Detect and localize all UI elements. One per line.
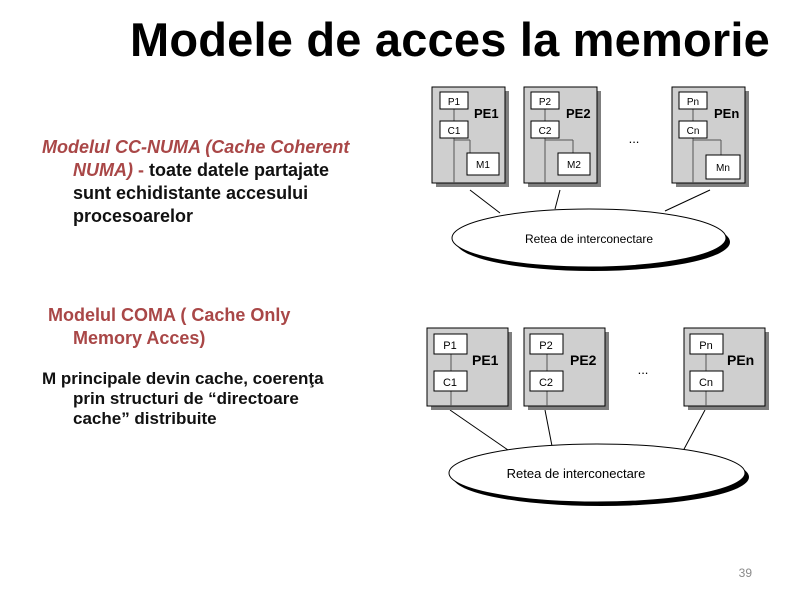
ccnuma-link-2 (554, 189, 561, 210)
processor-box (433, 333, 468, 355)
cache-box (439, 120, 469, 139)
coma-node-2: P2 C2 PE2 (523, 327, 609, 410)
processor-label: P2 (539, 340, 552, 352)
ccnuma-node-1: P1 C1 PE1 M1 (431, 86, 509, 187)
memory-label: Mn (716, 163, 730, 174)
processor-label: P1 (443, 340, 456, 352)
coma-desc-line1: M principale devin cache, coerenţa (42, 369, 324, 388)
processor-label: Pn (699, 340, 712, 352)
cache-label: C2 (539, 126, 552, 137)
cache-box (529, 370, 564, 392)
ccnuma-heading-line1: Modelul CC-NUMA (Cache Coherent (42, 137, 350, 157)
pe-label: PE2 (570, 352, 597, 368)
ccnuma-desc-line2: sunt echidistante accesului (73, 183, 309, 203)
ccnuma-dash: - (133, 160, 149, 180)
coma-link-n (682, 409, 706, 452)
cache-label: C1 (448, 126, 461, 137)
coma-ellipsis: ... (638, 362, 649, 377)
network-label: Retea de interconectare (507, 466, 646, 481)
cache-box (530, 120, 560, 139)
coma-node-n: Pn Cn PEn (683, 327, 769, 410)
memory-label: M1 (476, 160, 490, 171)
network-ellipse (448, 443, 746, 503)
memory-box (705, 154, 741, 180)
ccnuma-desc-line1: toate datele partajate (149, 160, 330, 180)
coma-heading-line1: Modelul COMA ( Cache Only (48, 305, 291, 325)
ccnuma-link-1 (469, 189, 501, 214)
coma-link-2 (544, 409, 553, 447)
pe-label: PEn (714, 106, 739, 121)
ccnuma-desc-line3: procesoarelor (73, 206, 194, 226)
processor-label: Pn (687, 97, 699, 108)
ccnuma-link-n (664, 189, 711, 212)
processor-label: P2 (539, 97, 552, 108)
memory-label: M2 (567, 160, 581, 171)
pe-label: PEn (727, 352, 754, 368)
ccnuma-diagram: P1 C1 PE1 M1 P2 C2 PE2 M2 ... (431, 86, 749, 271)
ccnuma-heading-line2: NUMA) (73, 160, 133, 180)
ccnuma-node-2: P2 C2 PE2 M2 (523, 86, 601, 187)
pe-label: PE2 (566, 106, 591, 121)
cache-label: Cn (699, 377, 713, 389)
processor-box (689, 333, 724, 355)
processor-box (678, 91, 708, 110)
pe-label: PE1 (474, 106, 499, 121)
memory-box (466, 152, 500, 176)
coma-diagram: P1 C1 PE1 P2 C2 PE2 ... Pn Cn PEn (426, 327, 769, 506)
cache-label: C2 (539, 377, 553, 389)
processor-box (530, 91, 560, 110)
processor-label: P1 (448, 97, 461, 108)
slide-title: Modele de acces la memorie (130, 13, 770, 66)
network-label: Retea de interconectare (525, 232, 653, 246)
coma-heading-line2: Memory Acces) (73, 328, 206, 348)
page-number: 39 (738, 566, 752, 580)
ccnuma-line2: NUMA) - toate datele partajate (42, 159, 402, 182)
processor-box (529, 333, 564, 355)
coma-desc-line2: prin structuri de “directoare (73, 389, 299, 408)
memory-box (557, 152, 591, 176)
coma-desc-line3: cache” distribuite (73, 409, 217, 428)
cache-label: Cn (687, 126, 700, 137)
coma-node-1: P1 C1 PE1 (426, 327, 512, 410)
processor-box (439, 91, 469, 110)
coma-link-1 (449, 409, 509, 451)
coma-heading: Modelul COMA ( Cache Only Memory Acces) (48, 304, 388, 350)
cache-box (433, 370, 468, 392)
ccnuma-ellipsis: ... (629, 131, 640, 146)
pe-label: PE1 (472, 352, 499, 368)
ccnuma-paragraph: Modelul CC-NUMA (Cache Coherent NUMA) - … (42, 136, 402, 228)
network-ellipse (451, 208, 727, 268)
cache-label: C1 (443, 377, 457, 389)
ccnuma-node-n: Pn Cn PEn Mn (671, 86, 749, 187)
coma-description: M principale devin cache, coerenţa prin … (42, 369, 402, 429)
cache-box (689, 370, 724, 392)
cache-box (678, 120, 708, 139)
